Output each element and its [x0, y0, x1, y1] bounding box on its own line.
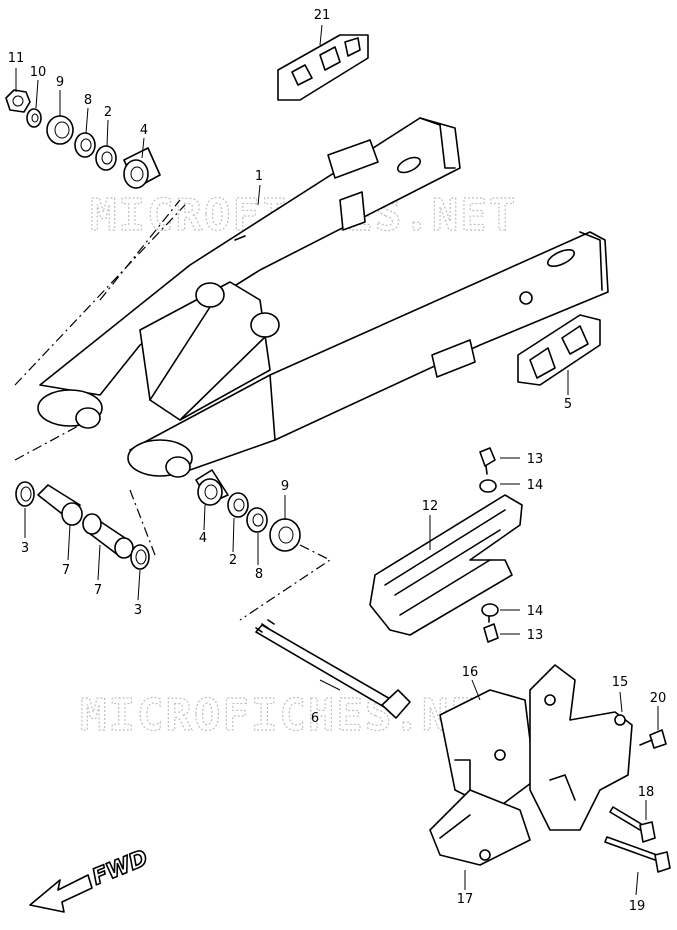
chain-guide[interactable] [369, 494, 523, 636]
label-part-3-right: 3 [134, 603, 142, 618]
bolt-18[interactable] [609, 806, 656, 843]
dust-seal-9-top[interactable] [46, 115, 74, 145]
label-part-7-left: 7 [62, 563, 70, 578]
washer-2-lower[interactable] [227, 492, 249, 518]
circlip-3-left[interactable] [15, 481, 35, 507]
label-part-20: 20 [650, 691, 667, 706]
label-part-9-lower: 9 [281, 479, 289, 494]
washer-14-top[interactable] [479, 479, 497, 493]
chain-buffer-pad-top[interactable] [277, 34, 369, 101]
label-part-14-top: 14 [527, 478, 544, 493]
label-part-10: 10 [30, 65, 47, 80]
washer-14-bottom[interactable] [481, 603, 499, 617]
washer-2-top[interactable] [95, 145, 117, 171]
bolt-20[interactable] [639, 729, 667, 749]
label-part-8-lower: 8 [255, 567, 263, 582]
guide-block[interactable] [429, 789, 531, 866]
label-part-21: 21 [314, 8, 331, 23]
washer-8-lower[interactable] [246, 507, 268, 533]
label-part-19: 19 [629, 899, 646, 914]
label-part-3-left: 3 [21, 541, 29, 556]
label-part-2-lower: 2 [229, 553, 237, 568]
bearing-4-lower[interactable] [195, 469, 229, 506]
label-part-4-lower: 4 [199, 531, 207, 546]
label-part-11: 11 [8, 51, 25, 66]
swingarm[interactable] [37, 117, 609, 478]
label-part-1: 1 [255, 169, 263, 184]
nut-11[interactable] [5, 89, 31, 113]
label-part-17: 17 [457, 892, 474, 907]
bolt-13-top[interactable] [479, 447, 496, 475]
bracket[interactable] [439, 689, 536, 811]
label-part-14-bottom: 14 [527, 604, 544, 619]
pivot-shaft[interactable] [255, 619, 411, 719]
bearing-4-top[interactable] [123, 147, 161, 189]
bolt-13-bottom[interactable] [483, 615, 499, 643]
circlip-3-right[interactable] [130, 544, 150, 570]
forward-direction-arrow: FWD [29, 845, 152, 913]
spacer-7-right[interactable] [82, 513, 134, 559]
washer-8-top[interactable] [74, 132, 96, 158]
label-part-13-bottom: 13 [527, 628, 544, 643]
plate[interactable] [529, 664, 633, 831]
dust-seal-9-lower[interactable] [269, 518, 301, 552]
label-part-12: 12 [422, 499, 439, 514]
label-part-9-top: 9 [56, 75, 64, 90]
fwd-label: FWD [89, 846, 152, 891]
label-part-13-top: 13 [527, 452, 544, 467]
label-part-5: 5 [564, 397, 572, 412]
label-part-8-top: 8 [84, 93, 92, 108]
label-part-6: 6 [311, 711, 319, 726]
bolt-19[interactable] [604, 836, 671, 873]
label-part-16: 16 [462, 665, 479, 680]
label-part-18: 18 [638, 785, 655, 800]
label-part-4-top: 4 [140, 123, 148, 138]
part-labels: 1 2 2 3 3 4 4 5 6 7 7 8 8 9 9 10 11 12 1… [8, 8, 667, 914]
chain-buffer-pad-side[interactable] [517, 314, 601, 386]
label-part-2-top: 2 [104, 105, 112, 120]
washer-10[interactable] [26, 108, 42, 128]
watermark-bottom: MICROFICHES.NET [80, 690, 507, 741]
spacer-7-left[interactable] [37, 484, 83, 526]
label-part-7-right: 7 [94, 583, 102, 598]
label-part-15: 15 [612, 675, 629, 690]
